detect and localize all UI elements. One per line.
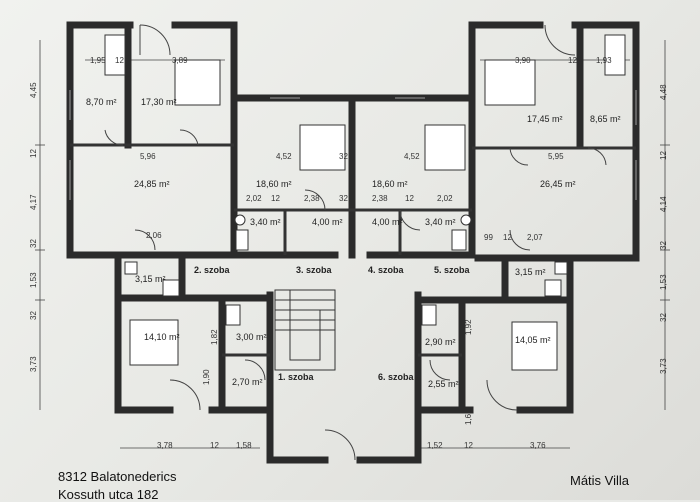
dimension-text: 3,73 — [659, 358, 668, 374]
dimension-text: 1,53 — [659, 274, 668, 290]
dimension-text: 4,52 — [404, 152, 420, 161]
dimension-text: 12 — [503, 233, 512, 242]
room-area: 2,55 m² — [428, 379, 459, 389]
dimension-text: 12 — [568, 56, 577, 65]
room-area: 4,00 m² — [372, 217, 403, 227]
room-area: 14,10 m² — [144, 332, 180, 342]
room-area: 2,70 m² — [232, 377, 263, 387]
room-area: 4,00 m² — [312, 217, 343, 227]
door-swings — [104, 24, 607, 461]
dimension-text: 1,82 — [210, 329, 219, 345]
room-area: 18,60 m² — [256, 179, 292, 189]
dimension-text: 5,96 — [140, 152, 156, 161]
dimension-text: 32 — [659, 313, 668, 322]
dimension-text: 4,14 — [659, 196, 668, 212]
dimension-text: 1,95 — [90, 56, 106, 65]
dimension-text: 5,95 — [548, 152, 564, 161]
dimension-text: 1,52 — [427, 441, 443, 450]
room-label: 5. szoba — [434, 265, 470, 275]
room-area: 3,15 m² — [135, 274, 166, 284]
dimension-text: 1,53 — [29, 272, 38, 288]
bathroom-fixtures — [124, 214, 568, 326]
dimension-text: 3,76 — [530, 441, 546, 450]
room-label: 6. szoba — [378, 372, 414, 382]
room-area: 18,60 m² — [372, 179, 408, 189]
room-area: 8,70 m² — [86, 97, 117, 107]
dimension-text: 2,07 — [527, 233, 543, 242]
dimension-text: 1,90 — [202, 369, 211, 385]
dimension-text: 4,52 — [276, 152, 292, 161]
dimension-text: 3,89 — [172, 56, 188, 65]
dimension-text: 32 — [659, 241, 668, 250]
dimension-text: 2,38 — [304, 194, 320, 203]
dimension-text: 2,02 — [437, 194, 453, 203]
room-area: 26,45 m² — [540, 179, 576, 189]
dimension-text: 99 — [484, 233, 493, 242]
address-line-2: Kossuth utca 182 — [58, 487, 159, 502]
address-line-1: 8312 Balatonederics — [58, 469, 177, 484]
dimension-text: 1,92 — [464, 319, 473, 335]
dimension-text: 12 — [659, 151, 668, 160]
room-area: 14,05 m² — [515, 335, 551, 345]
room-area: 24,85 m² — [134, 179, 170, 189]
dimension-text: 3,73 — [29, 356, 38, 372]
dimension-text: 1,6 — [464, 413, 473, 425]
dimension-text: 2,38 — [372, 194, 388, 203]
dimension-text: 32 — [339, 194, 348, 203]
bed-icons — [104, 34, 626, 371]
room-label: 3. szoba — [296, 265, 332, 275]
dimension-text: 2,06 — [146, 231, 162, 240]
staircase — [274, 289, 336, 371]
dimension-text: 2,02 — [246, 194, 262, 203]
dimension-text: 4,45 — [29, 82, 38, 98]
dimension-text: 12 — [115, 56, 124, 65]
dimension-text: 3,78 — [157, 441, 173, 450]
dimension-text: 32 — [29, 311, 38, 320]
room-area: 3,40 m² — [425, 217, 456, 227]
room-label: 4. szoba — [368, 265, 404, 275]
dimension-text: 12 — [405, 194, 414, 203]
dimension-text: 4,17 — [29, 194, 38, 210]
room-label: 2. szoba — [194, 265, 230, 275]
dimension-text: 32 — [29, 239, 38, 248]
dimension-text: 12 — [210, 441, 219, 450]
room-area: 17,45 m² — [527, 114, 563, 124]
walls — [66, 21, 640, 464]
dimension-text: 4,48 — [659, 84, 668, 100]
dimension-text: 1,58 — [236, 441, 252, 450]
windows — [69, 90, 637, 200]
room-area: 3,00 m² — [236, 332, 267, 342]
dimension-text: 1,93 — [596, 56, 612, 65]
room-area: 2,90 m² — [425, 337, 456, 347]
dimension-text: 12 — [464, 441, 473, 450]
dimension-text: 12 — [271, 194, 280, 203]
dimension-text: 3,90 — [515, 56, 531, 65]
interior-walls — [70, 143, 636, 357]
room-area: 3,15 m² — [515, 267, 546, 277]
room-label: 1. szoba — [278, 372, 314, 382]
villa-name: Mátis Villa — [570, 473, 630, 488]
dimension-text: 32 — [339, 152, 348, 161]
room-area: 3,40 m² — [250, 217, 281, 227]
dimension-text: 12 — [29, 149, 38, 158]
room-area: 17,30 m² — [141, 97, 177, 107]
room-area: 8,65 m² — [590, 114, 621, 124]
